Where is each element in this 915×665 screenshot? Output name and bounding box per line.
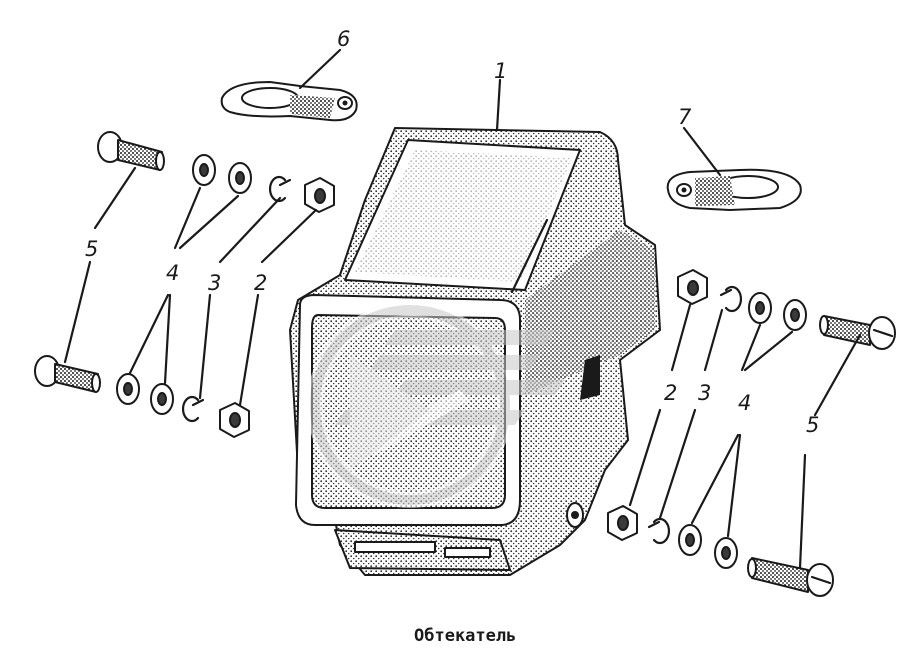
washer-left-1 — [192, 154, 216, 186]
callout-washer-left: 4 — [166, 261, 179, 285]
callout-bolt-left: 5 — [85, 237, 98, 261]
bolt-right-upper — [819, 315, 896, 350]
washer-right-4 — [714, 537, 738, 569]
callout-bracket-right: 7 — [678, 105, 692, 129]
bolt-left-lower — [34, 355, 101, 393]
bracket-right — [666, 168, 802, 211]
washer-right-1 — [748, 292, 772, 324]
nut-right-2 — [607, 505, 638, 541]
bolt-right-lower — [747, 557, 834, 597]
callout-washer-right: 4 — [738, 391, 751, 415]
callout-nut-right: 2 — [664, 381, 677, 405]
leader-lines — [63, 48, 862, 570]
washer-left-4 — [150, 383, 174, 415]
lock-washer-left-2 — [181, 395, 205, 423]
figure-caption: Обтекатель — [414, 626, 516, 646]
bracket-top — [220, 81, 358, 122]
washer-right-2 — [783, 299, 807, 331]
callout-nut-left: 2 — [254, 271, 267, 295]
lock-washer-left-1 — [268, 175, 292, 203]
fairing-body — [289, 127, 661, 576]
callout-fairing: 1 — [494, 59, 507, 83]
nut-right-1 — [677, 269, 708, 305]
callout-lock-washer-left: 3 — [208, 271, 221, 295]
bolt-left-upper — [97, 131, 165, 171]
washer-right-3 — [678, 524, 702, 556]
nut-left-1 — [304, 177, 335, 213]
logo-watermark-icon — [307, 302, 565, 508]
callout-bracket-top: 6 — [337, 27, 350, 51]
callout-lock-washer-right: 3 — [698, 381, 711, 405]
callout-bolt-right: 5 — [806, 413, 819, 437]
washer-left-3 — [116, 373, 140, 405]
lock-washer-right-2 — [647, 517, 671, 545]
washer-left-2 — [228, 162, 252, 194]
nut-left-2 — [219, 402, 250, 438]
lock-washer-right-1 — [719, 285, 743, 313]
